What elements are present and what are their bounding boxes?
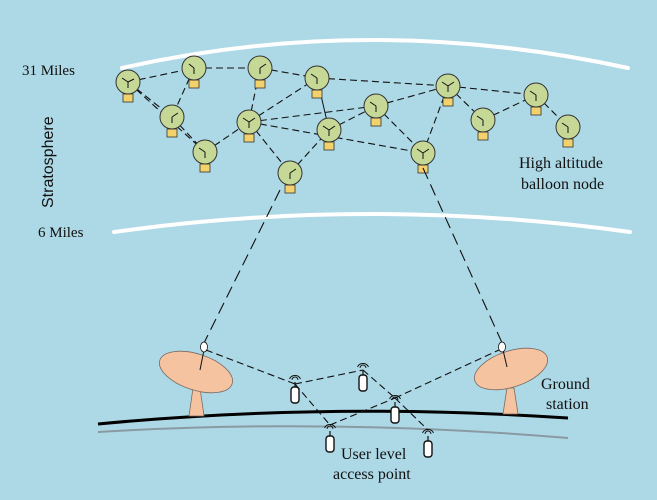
- feeder-link-left: [202, 189, 281, 346]
- balloon-node-icon: [159, 104, 185, 138]
- upper-altitude-label: 31 Miles: [22, 63, 75, 79]
- balloon-node-icon: [181, 55, 207, 89]
- lower-altitude-arc: [112, 212, 632, 234]
- access-point-label-line1: User level: [341, 446, 407, 463]
- access-point-links: [205, 349, 500, 431]
- balloon-node-icon: [277, 160, 303, 194]
- balloon-node-icon: [435, 73, 461, 107]
- balloon-node-label-line1: High altitude: [519, 155, 603, 172]
- balloon-node-icon: [363, 93, 389, 127]
- balloon-node-icon: [523, 82, 549, 116]
- balloon-node-icon: [304, 65, 330, 99]
- ground-station-label-line2: station: [546, 396, 589, 413]
- balloon-node-icon: [236, 109, 262, 143]
- balloon-node-icon: [192, 139, 218, 173]
- ground-station-label-line1: Ground: [541, 376, 590, 393]
- balloon-node-icon: [555, 114, 581, 148]
- stratosphere-label: Stratosphere: [40, 116, 57, 208]
- balloon-nodes: [115, 55, 581, 194]
- feeder-link-right: [422, 167, 504, 346]
- satellite-dish-icon: [474, 341, 548, 415]
- balloon-node-icon: [470, 107, 496, 141]
- upper-altitude-arc: [120, 38, 630, 70]
- balloon-node-icon: [316, 117, 342, 151]
- balloon-node-icon: [247, 55, 273, 89]
- balloon-node-label-line2: balloon node: [521, 176, 604, 193]
- satellite-dish-icon: [159, 341, 233, 417]
- balloon-node-icon: [115, 69, 141, 103]
- access-point-label-line2: access point: [333, 466, 411, 483]
- lower-altitude-label: 6 Miles: [38, 225, 84, 241]
